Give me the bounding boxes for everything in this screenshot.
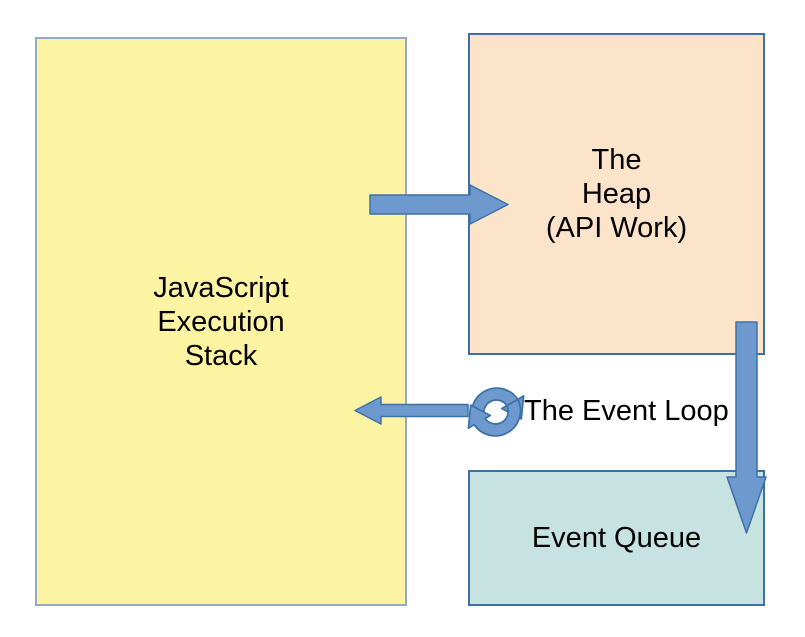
- event-loop-icon-top-arrow: [470, 387, 525, 426]
- event-queue-label: Event Queue: [532, 521, 701, 555]
- heap-box: The Heap (API Work): [468, 33, 765, 355]
- event-queue-label-line-1: Event Queue: [531, 522, 702, 554]
- stack-label-line-1: JavaScript: [153, 271, 289, 304]
- event-queue-box: Event Queue: [468, 470, 765, 606]
- stack-label-line-3: Stack: [184, 339, 258, 372]
- js-execution-stack-box: JavaScript Execution Stack: [35, 37, 407, 606]
- heap-label-line-1: The: [591, 144, 642, 176]
- heap-label: The Heap (API Work): [546, 143, 687, 245]
- event-loop-icon-bottom-arrow: [467, 398, 522, 437]
- stack-label-line-2: Execution: [157, 305, 285, 338]
- js-execution-stack-label: JavaScript Execution Stack: [153, 271, 288, 373]
- heap-label-line-3: (API Work): [545, 212, 688, 244]
- event-loop-icon: [467, 387, 525, 437]
- heap-label-line-2: Heap: [581, 178, 652, 210]
- event-loop-label: The Event Loop: [524, 395, 729, 427]
